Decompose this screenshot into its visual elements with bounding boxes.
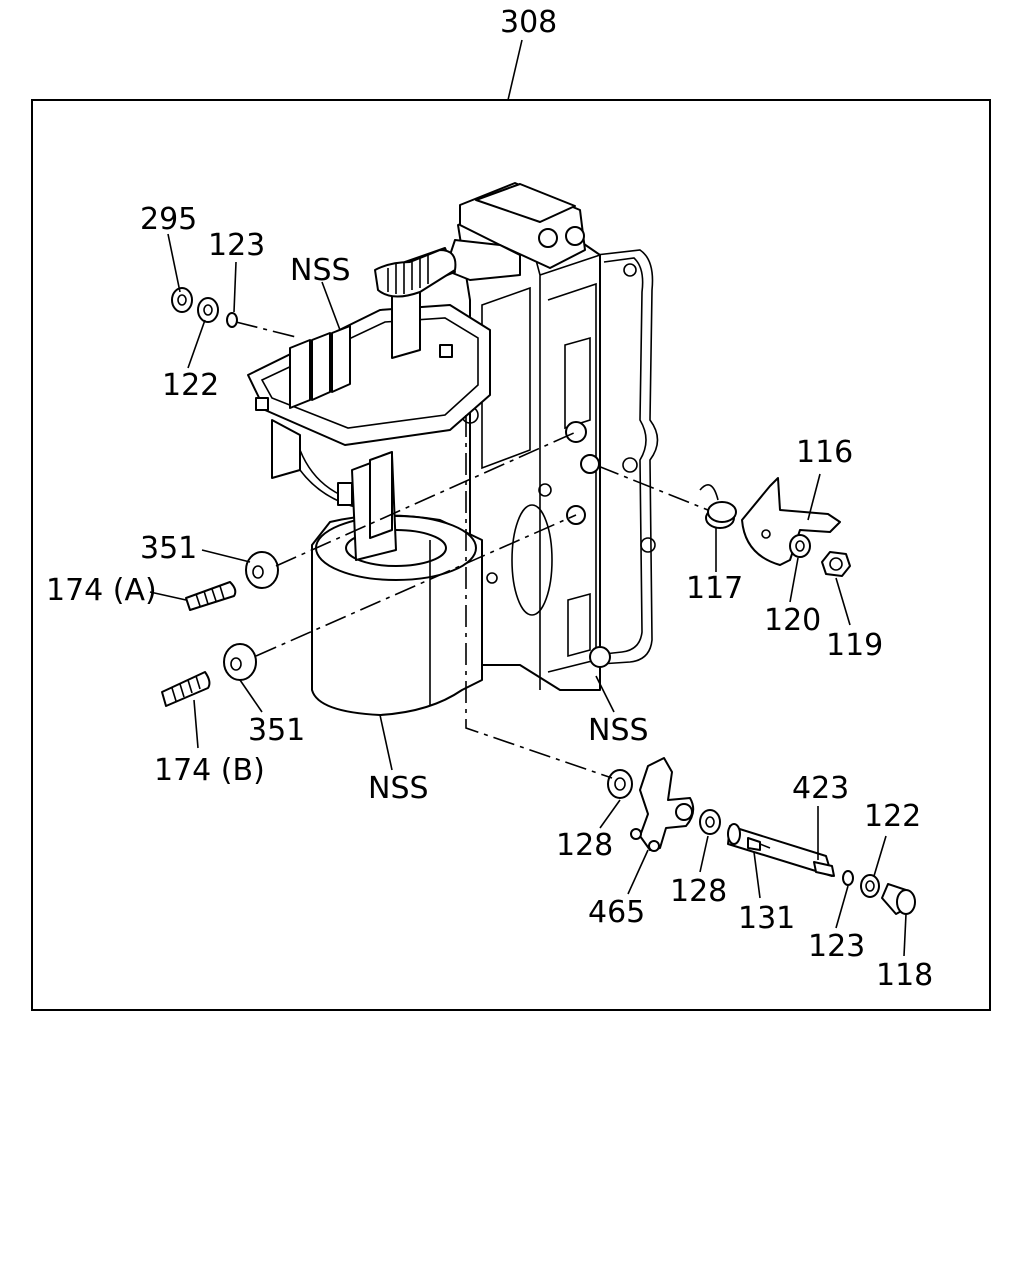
callout-122-top[interactable]: 122 <box>162 368 219 403</box>
part-351-lower[interactable] <box>223 643 257 681</box>
assembly-callout-308[interactable]: 308 <box>500 5 557 40</box>
callout-116[interactable]: 116 <box>796 435 853 470</box>
part-174b[interactable] <box>161 671 211 707</box>
callout-351-upper[interactable]: 351 <box>140 531 197 566</box>
part-118-bushing[interactable] <box>881 883 916 915</box>
part-128-left[interactable] <box>607 769 633 799</box>
callout-119[interactable]: 119 <box>826 628 883 663</box>
part-423-shaft[interactable] <box>727 823 835 877</box>
part-123-top[interactable] <box>226 312 238 328</box>
callout-labels: 295 123 122 NSS 351 174 (A) 351 174 (B) … <box>46 202 933 993</box>
callout-117[interactable]: 117 <box>686 571 743 606</box>
part-120[interactable] <box>789 534 811 558</box>
part-122-top[interactable] <box>197 297 219 323</box>
part-174a[interactable] <box>185 581 237 611</box>
callout-123-right[interactable]: 123 <box>808 929 865 964</box>
callout-120[interactable]: 120 <box>764 603 821 638</box>
part-123-right[interactable] <box>842 870 854 886</box>
part-128-right[interactable] <box>699 809 721 835</box>
callout-131[interactable]: 131 <box>738 901 795 936</box>
control-unit <box>247 247 491 513</box>
callout-128-right[interactable]: 128 <box>670 874 727 909</box>
pump-housing <box>444 182 659 691</box>
callout-nss-body[interactable]: NSS <box>588 713 649 748</box>
callout-123-top[interactable]: 123 <box>208 228 265 263</box>
part-351-upper[interactable] <box>245 551 279 589</box>
part-116-lever[interactable] <box>741 477 841 566</box>
callout-351-lower[interactable]: 351 <box>248 713 305 748</box>
callout-118[interactable]: 118 <box>876 958 933 993</box>
callout-nss-top[interactable]: NSS <box>290 253 351 288</box>
solenoid <box>311 451 483 716</box>
part-122-right[interactable] <box>860 874 880 898</box>
callout-174b[interactable]: 174 (B) <box>154 753 265 788</box>
callout-174a[interactable]: 174 (A) <box>46 573 157 608</box>
part-117-spring[interactable] <box>699 484 737 529</box>
callout-295[interactable]: 295 <box>140 202 197 237</box>
assembly-leader <box>507 39 523 101</box>
part-119-nut[interactable] <box>821 551 851 577</box>
leader-lines <box>149 233 907 957</box>
assembly-frame <box>31 99 991 1011</box>
callout-423[interactable]: 423 <box>792 771 849 806</box>
assembly-axes <box>235 321 709 779</box>
part-465-lever[interactable] <box>630 757 695 852</box>
callout-nss-solenoid[interactable]: NSS <box>368 771 429 806</box>
part-295[interactable] <box>171 287 193 313</box>
part-131-screw[interactable] <box>747 837 771 851</box>
callout-465[interactable]: 465 <box>588 895 645 930</box>
callout-128-left[interactable]: 128 <box>556 828 613 863</box>
callout-122-right[interactable]: 122 <box>864 799 921 834</box>
